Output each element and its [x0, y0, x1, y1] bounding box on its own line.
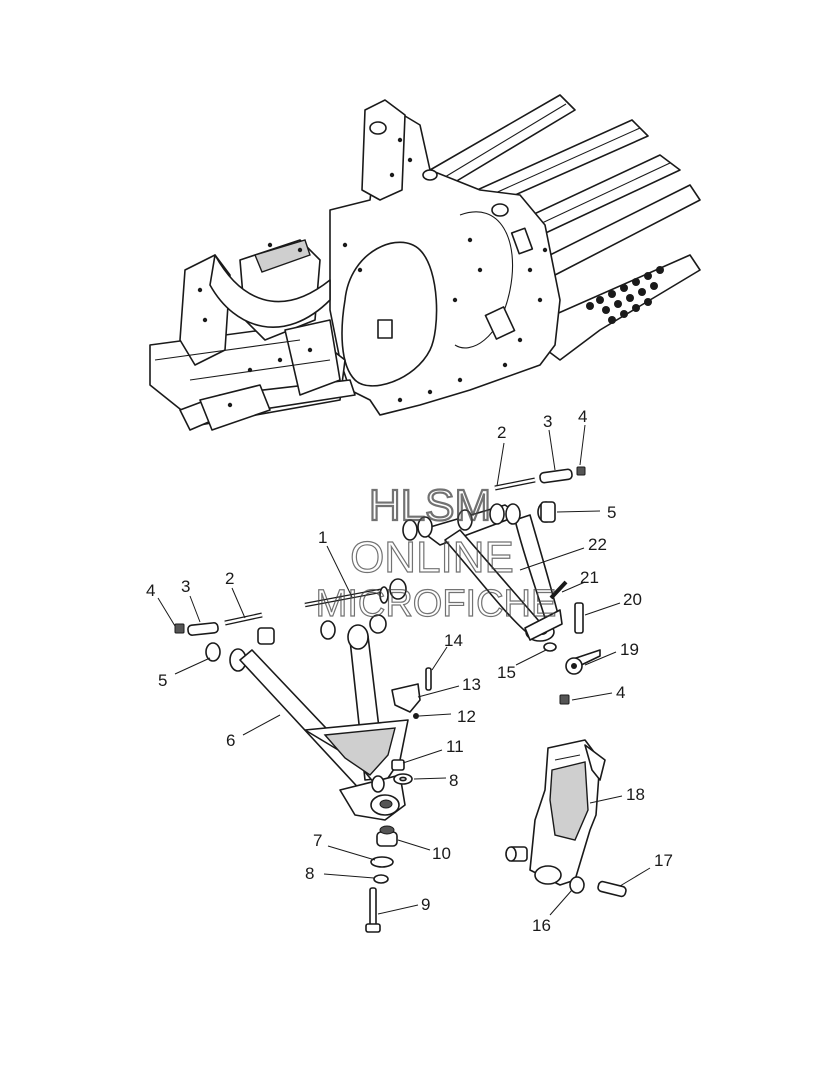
front-frame-holes — [197, 242, 313, 408]
callout-4-left: 4 — [146, 581, 155, 600]
callout-3-left: 3 — [181, 577, 190, 596]
callout-labels: 2 3 4 5 22 21 20 1 4 3 2 5 6 14 13 12 15… — [146, 407, 673, 935]
leader-lines — [157, 424, 651, 916]
upper-a-arm-right — [402, 466, 601, 705]
watermark-line-2: ONLINE — [350, 533, 514, 582]
callout-2-upper: 2 — [497, 423, 506, 442]
callout-18: 18 — [626, 785, 645, 804]
callout-2-left: 2 — [225, 569, 234, 588]
callout-12: 12 — [457, 707, 476, 726]
callout-8-upper: 8 — [449, 771, 458, 790]
callout-16: 16 — [532, 916, 551, 935]
callout-10: 10 — [432, 844, 451, 863]
watermark-line-3: MICROFICHE — [316, 583, 557, 625]
callout-8-lower: 8 — [305, 864, 314, 883]
callout-3-upper: 3 — [543, 412, 552, 431]
callout-11: 11 — [446, 737, 464, 756]
callout-22: 22 — [588, 535, 607, 554]
callout-14: 14 — [444, 631, 463, 650]
callout-7: 7 — [313, 831, 322, 850]
callout-9: 9 — [421, 895, 430, 914]
callout-4-lower: 4 — [616, 683, 625, 702]
callout-15: 15 — [497, 663, 516, 682]
callout-6: 6 — [226, 731, 235, 750]
small-hardware — [365, 667, 432, 933]
callout-20: 20 — [623, 590, 642, 609]
lower-a-arm-left — [174, 578, 409, 821]
callout-21: 21 — [580, 568, 599, 587]
callout-5-upper: 5 — [607, 503, 616, 522]
spindle — [505, 739, 627, 898]
chassis-frame — [149, 94, 701, 431]
running-board-holes — [586, 266, 664, 324]
callout-17: 17 — [654, 851, 673, 870]
watermark-line-1: HLSM — [369, 481, 491, 530]
callout-13: 13 — [462, 675, 481, 694]
callout-19: 19 — [620, 640, 639, 659]
callout-4-upper: 4 — [578, 407, 587, 426]
watermark: HLSM ONLINE MICROFICHE — [315, 480, 557, 626]
callout-5-left: 5 — [158, 671, 167, 690]
bulkhead-holes — [342, 137, 548, 403]
callout-1: 1 — [318, 528, 327, 547]
